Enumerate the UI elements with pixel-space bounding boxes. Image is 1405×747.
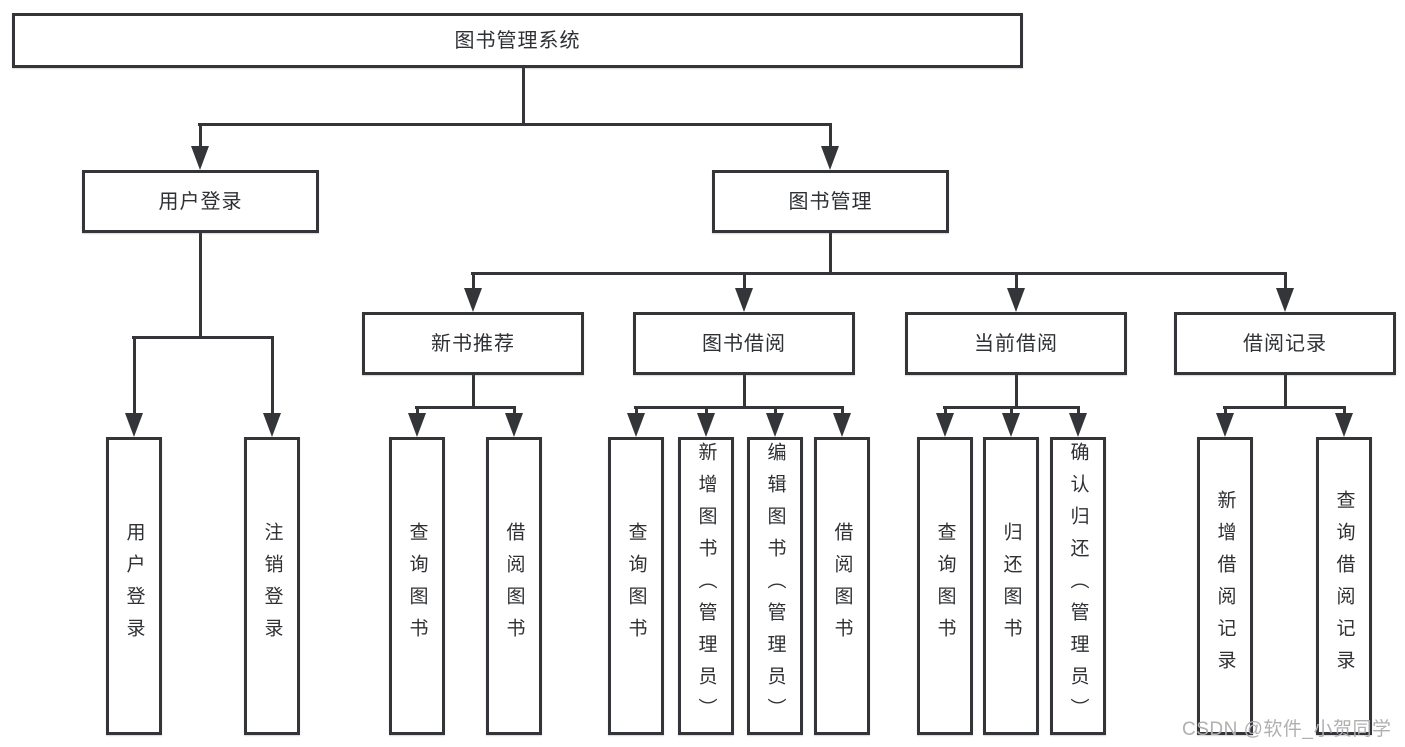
node-label: 用户登录 <box>123 522 145 650</box>
leaf-logout: 注销登录 <box>244 437 300 735</box>
node-label: 查询图书 <box>625 522 647 650</box>
node-label: 查询借阅记录 <box>1333 490 1355 682</box>
connector-hline <box>1223 406 1346 409</box>
arrowhead-down-icon <box>821 146 839 170</box>
node-book-management: 图书管理 <box>712 170 949 233</box>
leaf-records-query-borrow-record: 查询借阅记录 <box>1316 437 1372 735</box>
connector-arrow-stub <box>198 123 202 152</box>
leaf-borrowing-query-books: 查询图书 <box>608 437 664 735</box>
node-new-book-recommend: 新书推荐 <box>362 312 584 375</box>
node-label: 借阅图书 <box>503 522 525 650</box>
node-label: 新增借阅记录 <box>1214 490 1236 682</box>
arrowhead-down-icon <box>936 413 954 437</box>
connector-vline <box>521 66 525 126</box>
leaf-newbooks-borrow-books: 借阅图书 <box>486 437 542 735</box>
connector-hline <box>415 406 516 409</box>
arrowhead-down-icon <box>1002 413 1020 437</box>
connector-hline <box>471 272 1287 275</box>
connector-arrow-stub <box>773 406 777 419</box>
connector-vline <box>198 231 202 339</box>
arrowhead-down-icon <box>464 288 482 312</box>
node-root-library-system: 图书管理系统 <box>12 13 1023 68</box>
arrowhead-down-icon <box>735 288 753 312</box>
node-label: 图书借阅 <box>702 332 786 355</box>
connector-arrow-stub <box>1076 406 1080 419</box>
arrowhead-down-icon <box>1007 288 1025 312</box>
node-label: 当前借阅 <box>974 332 1058 355</box>
node-label: 借阅图书 <box>831 522 853 650</box>
connector-arrow-stub <box>1009 406 1013 419</box>
arrowhead-down-icon <box>697 413 715 437</box>
arrowhead-down-icon <box>263 413 281 437</box>
leaf-current-return-books: 归还图书 <box>983 437 1039 735</box>
node-label: 借阅记录 <box>1243 332 1327 355</box>
connector-hline <box>198 123 832 126</box>
node-label: 归还图书 <box>1000 522 1022 650</box>
connector-vline <box>742 373 746 409</box>
node-label: 注销登录 <box>261 522 283 650</box>
leaf-borrowing-add-books-admin: 新增图书（管理员） <box>678 437 734 735</box>
node-user-login: 用户登录 <box>82 170 319 233</box>
connector-vline <box>471 373 475 409</box>
connector-arrow-stub <box>943 406 947 419</box>
arrowhead-down-icon <box>125 413 143 437</box>
leaf-newbooks-query-books: 查询图书 <box>389 437 445 735</box>
node-label: 查询图书 <box>406 522 428 650</box>
node-current-borrowing: 当前借阅 <box>905 312 1127 375</box>
leaf-borrowing-borrow-books: 借阅图书 <box>814 437 870 735</box>
leaf-records-add-borrow-record: 新增借阅记录 <box>1197 437 1253 735</box>
node-book-borrowing: 图书借阅 <box>633 312 855 375</box>
arrowhead-down-icon <box>191 146 209 170</box>
arrowhead-down-icon <box>1069 413 1087 437</box>
leaf-user-login: 用户登录 <box>106 437 162 735</box>
leaf-borrowing-edit-books-admin: 编辑图书（管理员） <box>747 437 803 735</box>
arrowhead-down-icon <box>833 413 851 437</box>
node-borrowing-records: 借阅记录 <box>1174 312 1396 375</box>
connector-arrow-stub <box>704 406 708 419</box>
node-label: 确认归还（管理员） <box>1067 442 1089 730</box>
node-label: 编辑图书（管理员） <box>764 442 786 730</box>
node-label: 图书管理 <box>788 190 873 213</box>
connector-arrow-stub <box>270 336 274 419</box>
connector-arrow-stub <box>471 272 475 294</box>
leaf-current-confirm-return-admin: 确认归还（管理员） <box>1050 437 1106 735</box>
arrowhead-down-icon <box>408 413 426 437</box>
connector-arrow-stub <box>1014 272 1018 294</box>
node-label: 查询图书 <box>934 522 956 650</box>
node-label: 新增图书（管理员） <box>695 442 717 730</box>
connector-hline <box>634 406 844 409</box>
node-label: 用户登录 <box>158 190 243 213</box>
connector-vline <box>1014 373 1018 409</box>
connector-arrow-stub <box>1283 272 1287 294</box>
leaf-current-query-books: 查询图书 <box>917 437 973 735</box>
node-label: 图书管理系统 <box>454 29 581 52</box>
connector-vline <box>828 231 832 275</box>
connector-arrow-stub <box>415 406 419 419</box>
node-label: 新书推荐 <box>431 332 515 355</box>
watermark: CSDN @软件_小贺同学 <box>1182 719 1392 740</box>
arrowhead-down-icon <box>1216 413 1234 437</box>
arrowhead-down-icon <box>1335 413 1353 437</box>
arrowhead-down-icon <box>1276 288 1294 312</box>
connector-arrow-stub <box>512 406 516 419</box>
connector-arrow-stub <box>742 272 746 294</box>
connector-arrow-stub <box>1342 406 1346 419</box>
connector-arrow-stub <box>634 406 638 419</box>
connector-vline <box>1283 373 1287 409</box>
arrowhead-down-icon <box>505 413 523 437</box>
arrowhead-down-icon <box>766 413 784 437</box>
connector-arrow-stub <box>840 406 844 419</box>
connector-arrow-stub <box>132 336 136 419</box>
connector-arrow-stub <box>828 123 832 152</box>
arrowhead-down-icon <box>627 413 645 437</box>
connector-arrow-stub <box>1223 406 1227 419</box>
connector-hline <box>132 336 274 339</box>
